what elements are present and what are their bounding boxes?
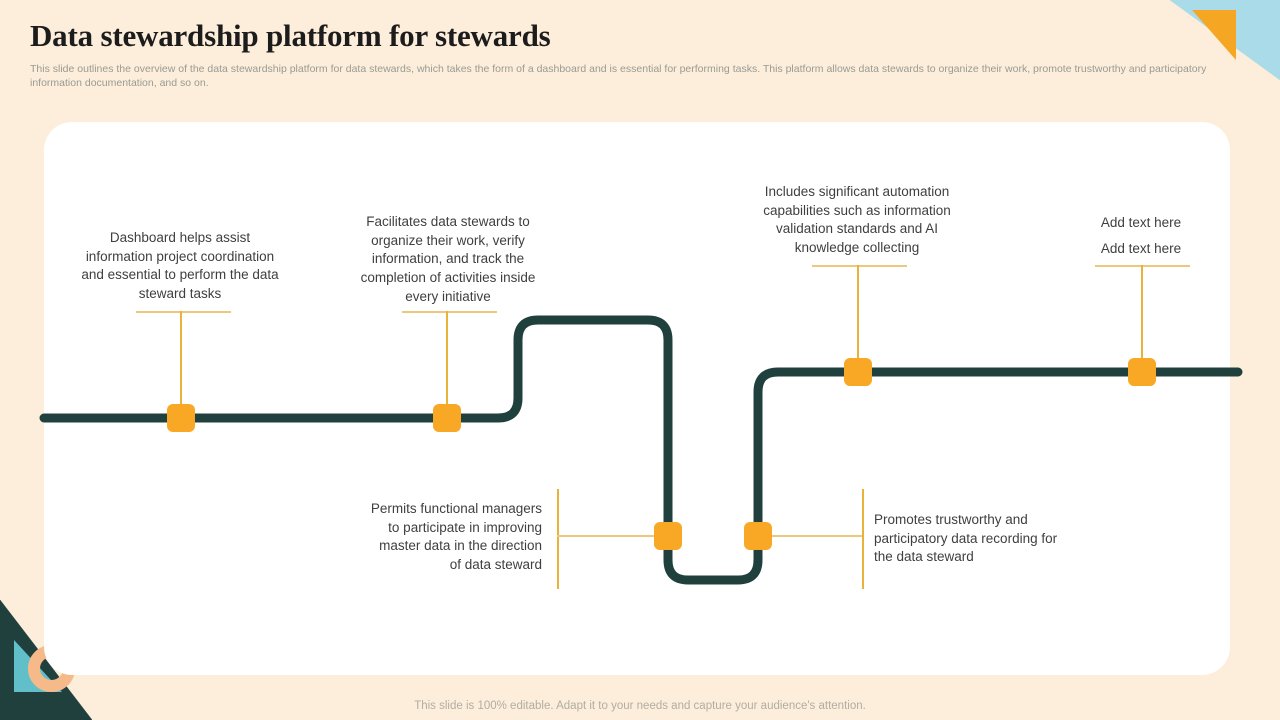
label-line: information project coordination	[85, 248, 275, 264]
label-line: organize their work, verify	[371, 232, 525, 248]
timeline-marker-1[interactable]	[167, 404, 195, 432]
timeline-marker-3[interactable]	[654, 522, 682, 550]
top-right-orange-triangle-decoration	[1192, 10, 1236, 60]
label-line: Permits functional managers	[370, 501, 542, 516]
label-line: Dashboard helps assist	[109, 230, 251, 245]
connector-bar-2	[402, 311, 497, 313]
label-line: of data steward	[449, 556, 542, 572]
label-line: capabilities such as information	[763, 202, 951, 218]
timeline-marker-2[interactable]	[433, 404, 461, 432]
label-line: master data in the direction	[379, 538, 542, 554]
label-line: steward tasks	[138, 285, 222, 301]
connector-stem-6	[1141, 265, 1143, 360]
connector-stem-1	[180, 311, 182, 406]
label-line: validation standards and AI	[775, 221, 939, 237]
label-line: completion of activities inside	[360, 269, 536, 285]
connector-stem-3	[557, 535, 656, 537]
label-line: the data steward	[874, 549, 974, 565]
label-line: and essential to perform the data	[81, 267, 279, 283]
slide-header: Data stewardship platform for stewards T…	[30, 18, 1240, 90]
label-line: information, and track the	[371, 251, 525, 267]
timeline-label-4: Promotes trustworthy and participatory d…	[874, 511, 1104, 567]
label-line: to participate in improving	[388, 519, 542, 535]
connector-bar-4	[862, 489, 864, 589]
timeline-label-5: Includes significant automation capabili…	[739, 183, 975, 258]
slide-footer-note: This slide is 100% editable. Adapt it to…	[414, 700, 866, 712]
label-line: Add text here	[1100, 241, 1182, 257]
timeline-marker-6[interactable]	[1128, 358, 1156, 386]
timeline-label-2: Facilitates data stewards to organize th…	[330, 213, 566, 306]
label-line: Promotes trustworthy and	[874, 512, 1028, 527]
connector-bar-1	[136, 311, 231, 313]
label-line: knowledge collecting	[794, 239, 920, 255]
timeline-label-6: Add text here Add text here	[1023, 210, 1259, 263]
label-line: participatory data recording for	[874, 530, 1058, 546]
connector-bar-5	[812, 265, 907, 267]
page-subtitle: This slide outlines the overview of the …	[30, 63, 1207, 90]
connector-stem-4	[770, 535, 862, 537]
label-line: every initiative	[405, 288, 491, 304]
content-card	[44, 122, 1230, 675]
connector-stem-5	[857, 265, 859, 360]
connector-bar-3	[557, 489, 559, 589]
label-line: Add text here	[1100, 215, 1182, 230]
connector-stem-2	[446, 311, 448, 406]
timeline-label-3: Permits functional managers to participa…	[320, 500, 542, 575]
timeline-marker-4[interactable]	[744, 522, 772, 550]
label-line: Facilitates data stewards to	[366, 214, 530, 229]
timeline-marker-5[interactable]	[844, 358, 872, 386]
timeline-label-1: Dashboard helps assist information proje…	[62, 229, 298, 304]
page-title: Data stewardship platform for stewards	[30, 18, 551, 53]
label-line: Includes significant automation	[764, 184, 950, 199]
